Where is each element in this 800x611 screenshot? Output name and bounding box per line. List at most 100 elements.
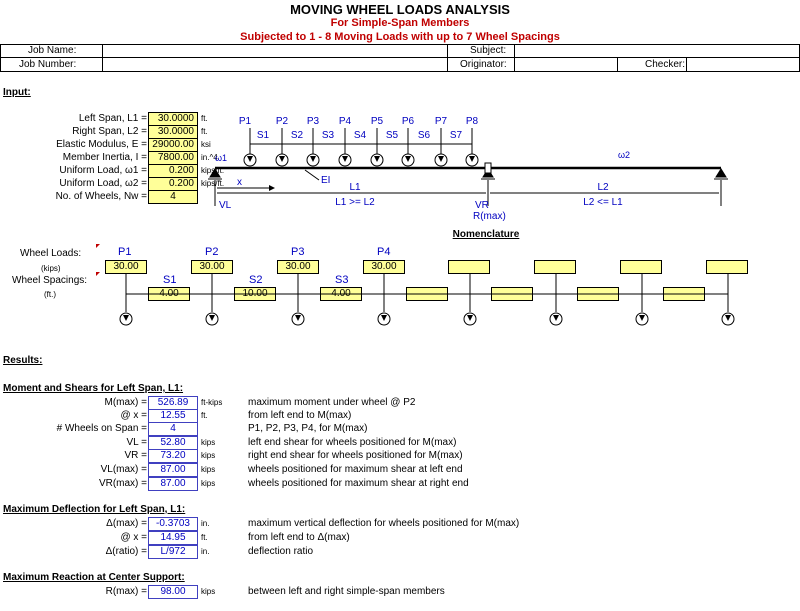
- diagram-label-w2: ω2: [618, 150, 630, 160]
- dmax-desc: maximum vertical deflection for wheels p…: [248, 518, 520, 529]
- spacing-label-s2: S2: [249, 274, 263, 286]
- diagram-label-s3: S3: [322, 130, 335, 141]
- uniform-load-w1-label: Uniform Load, ω1 =: [59, 165, 147, 176]
- dmax-x-label: @ x =: [120, 532, 147, 543]
- vlmax-value: 87.00: [148, 463, 198, 477]
- diagram-label-nomenclature: Nomenclature: [453, 229, 520, 240]
- vr-value: 73.20: [148, 449, 198, 463]
- wheel-load-input-p7[interactable]: [620, 260, 662, 274]
- wheel-load-input-p2[interactable]: 30.00: [191, 260, 233, 274]
- wheel-arrow-icon: [123, 315, 731, 321]
- support-icon: [208, 162, 728, 180]
- vlmax-unit: kips: [201, 465, 216, 474]
- diagram-label-s4: S4: [354, 130, 367, 141]
- job-number-label: Job Number:: [19, 59, 77, 70]
- vr-label: VR =: [124, 450, 147, 461]
- vr-desc: right end shear for wheels positioned fo…: [248, 450, 463, 461]
- diagram-label-s2: S2: [291, 130, 304, 141]
- vlmax-desc: wheels positioned for maximum shear at l…: [248, 464, 463, 475]
- uniform-load-w2-input[interactable]: 0.200: [148, 177, 198, 191]
- mmax-value: 526.89: [148, 396, 198, 410]
- diagram-label-s1: S1: [257, 130, 270, 141]
- mmax-unit: ft-kips: [201, 398, 223, 407]
- subject-label: Subject:: [470, 45, 507, 56]
- wheel-load-input-p6[interactable]: [534, 260, 576, 274]
- wheel-label-p1: P1: [118, 246, 132, 258]
- originator-field[interactable]: [515, 59, 616, 71]
- vl-unit: kips: [201, 438, 216, 447]
- uniform-load-w1-input[interactable]: 0.200: [148, 164, 198, 178]
- dratio-label: Δ(ratio) =: [105, 546, 147, 557]
- member-inertia-unit: in.^4: [201, 153, 218, 162]
- dmax-x-value: 14.95: [148, 531, 198, 545]
- diagram-label-p8: P8: [466, 116, 479, 127]
- wheels-on-span-desc: P1, P2, P3, P4, for M(max): [248, 423, 368, 434]
- subject-field[interactable]: [515, 45, 799, 57]
- wheel-load-input-p8[interactable]: [706, 260, 748, 274]
- diagram-label-p3: P3: [307, 116, 320, 127]
- diagram-label-vr: VR: [475, 200, 489, 211]
- job-number-field[interactable]: [103, 59, 446, 71]
- page-subtitle-1: For Simple-Span Members: [330, 17, 470, 29]
- deflection-heading: Maximum Deflection for Left Span, L1:: [3, 504, 186, 515]
- rmax-label: R(max) =: [105, 586, 147, 597]
- rmax-desc: between left and right simple-span membe…: [248, 586, 445, 597]
- vrmax-label: VR(max) =: [98, 478, 147, 489]
- diagram-label-w1: ω1: [215, 153, 227, 163]
- diagram-label-p6: P6: [402, 116, 415, 127]
- job-name-field[interactable]: [103, 45, 446, 57]
- wheel-loads-label: Wheel Loads:: [20, 248, 82, 259]
- wheel-load-input-p3[interactable]: 30.00: [277, 260, 319, 274]
- comment-marker-icon: [96, 244, 100, 248]
- diagram-label-p4: P4: [339, 116, 352, 127]
- diagram-label-p5: P5: [371, 116, 384, 127]
- dratio-desc: deflection ratio: [248, 546, 314, 557]
- wheel-load-input-p5[interactable]: [448, 260, 490, 274]
- dmax-x-desc: from left end to Δ(max): [248, 532, 350, 543]
- wheel-label-p3: P3: [291, 246, 305, 258]
- diagram-label-l2-cond: L2 <= L1: [583, 197, 623, 208]
- rmax-value: 98.00: [148, 585, 198, 599]
- right-span-label: Right Span, L2 =: [72, 126, 147, 137]
- num-wheels-input[interactable]: 4: [148, 190, 198, 204]
- dratio-unit: in.: [201, 547, 210, 556]
- right-span-input[interactable]: 30.0000: [148, 125, 198, 139]
- mmax-x-value: 12.55: [148, 409, 198, 423]
- spacing-label-s1: S1: [163, 274, 177, 286]
- page-title: MOVING WHEEL LOADS ANALYSIS: [290, 2, 510, 17]
- vl-value: 52.80: [148, 436, 198, 450]
- checker-field[interactable]: [687, 59, 799, 71]
- diagram-label-p2: P2: [276, 116, 289, 127]
- vrmax-value: 87.00: [148, 477, 198, 491]
- diagram-label-l2: L2: [597, 182, 609, 193]
- mmax-desc: maximum moment under wheel @ P2: [248, 397, 416, 408]
- vlmax-label: VL(max) =: [100, 464, 147, 475]
- wheel-load-input-p4[interactable]: 30.00: [363, 260, 405, 274]
- uniform-load-w1-unit: kips/ft.: [201, 166, 225, 175]
- mmax-label: M(max) =: [104, 397, 148, 408]
- originator-label: Originator:: [460, 59, 507, 70]
- wheel-loads-unit: (kips): [41, 264, 61, 273]
- uniform-load-w2-label: Uniform Load, ω2 =: [59, 178, 147, 189]
- wheel-load-input-p1[interactable]: 30.00: [105, 260, 147, 274]
- member-inertia-input[interactable]: 7800.00: [148, 151, 198, 165]
- wheel-spacings-label: Wheel Spacings:: [12, 275, 88, 286]
- dmax-x-unit: ft.: [201, 533, 208, 542]
- diagram-label-s5: S5: [386, 130, 399, 141]
- comment-marker-icon: [96, 272, 100, 276]
- wheel-spacing-diagram: [119, 274, 735, 326]
- diagram-label-s7: S7: [450, 130, 463, 141]
- input-heading: Input:: [3, 87, 31, 98]
- diagram-label-p7: P7: [435, 116, 448, 127]
- elastic-modulus-input[interactable]: 29000.00: [148, 138, 198, 152]
- results-heading: Results:: [3, 355, 43, 366]
- dmax-unit: in.: [201, 519, 210, 528]
- vrmax-unit: kips: [201, 479, 216, 488]
- reaction-heading: Maximum Reaction at Center Support:: [3, 572, 185, 583]
- dratio-value: L/972: [148, 545, 198, 559]
- member-inertia-label: Member Inertia, I =: [62, 152, 147, 163]
- mmax-x-label: @ x =: [120, 410, 147, 421]
- wheel-label-p4: P4: [377, 246, 391, 258]
- diagram-label-x: x: [237, 177, 242, 188]
- left-span-input[interactable]: 30.0000: [148, 112, 198, 126]
